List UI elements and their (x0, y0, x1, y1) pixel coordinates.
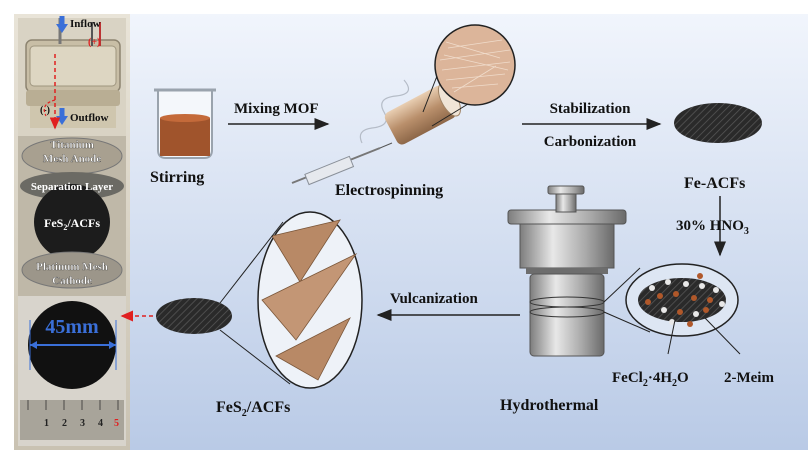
fe-acfs-disc (674, 103, 762, 143)
ruler (20, 400, 124, 440)
mixing-mof-label: Mixing MOF (234, 101, 319, 117)
hno3-label: 30% HNO3 (676, 218, 749, 237)
cathode-label-line2: Cathode (52, 275, 92, 287)
carbonization-label: Carbonization (544, 134, 637, 150)
fiber-zoom-circle (434, 24, 516, 106)
ruler-number-4: 4 (98, 418, 103, 429)
fecl2-label: FeCl2·4H2O (612, 370, 689, 389)
ruler-number-2: 2 (62, 418, 67, 429)
vulcanization-label: Vulcanization (390, 291, 478, 307)
ruler-number-3: 3 (80, 418, 85, 429)
fe-acfs-label: Fe-ACFs (684, 175, 745, 192)
layers-photo (18, 136, 126, 296)
ruler-numbers: 1 2 3 4 5 (44, 418, 119, 429)
anode-label-line2: Mesh Anode (43, 153, 101, 165)
anode-label-line1: Titanium (50, 139, 94, 151)
ruler-number-1: 1 (44, 418, 49, 429)
electrospinning-label: Electrospinning (335, 182, 443, 199)
outflow-label: Outflow (70, 112, 109, 124)
separation-layer-label: Separation Layer (31, 181, 113, 193)
catalyst-label: FeS2/ACFs (44, 216, 100, 232)
reactor-photo (18, 18, 126, 136)
plus-label: (+) (88, 37, 100, 48)
diameter-label: 45mm (45, 316, 99, 338)
reaction-particles (645, 273, 725, 327)
photo-panel: Inflow (+) (-) Outflow Titanium Mesh Ano… (14, 14, 130, 450)
inflow-label: Inflow (70, 18, 101, 30)
hydrothermal-label: Hydrothermal (500, 397, 599, 414)
ruler-number-5: 5 (114, 418, 119, 429)
stirring-label: Stirring (150, 169, 204, 186)
stabilization-label: Stabilization (550, 101, 632, 117)
fiber-spiral (359, 79, 410, 144)
minus-label: (-) (40, 105, 50, 116)
autoclave-icon (507, 185, 627, 357)
meim-label: 2-Meim (724, 370, 774, 386)
cathode-label-line1: Platinum Mesh (36, 261, 108, 273)
fes2-acfs-disc (156, 298, 232, 334)
fes2-acfs-label: FeS2/ACFs (216, 399, 290, 419)
beaker-icon (154, 88, 216, 159)
syringe-icon (291, 142, 393, 186)
fes2-fibers (261, 219, 358, 381)
disc-photo (18, 296, 126, 446)
fes2-disc-photo (34, 184, 110, 260)
fiber-texture (439, 39, 511, 93)
